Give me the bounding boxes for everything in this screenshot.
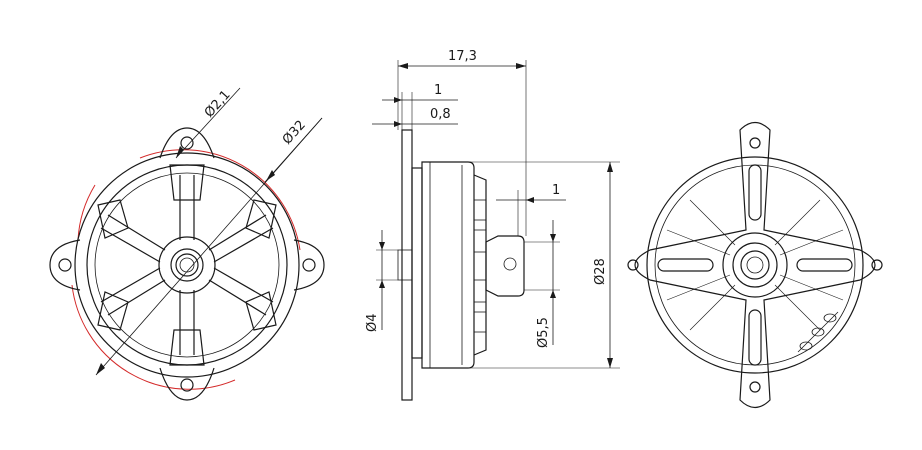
bell-slot-1 bbox=[473, 199, 487, 221]
dim-leader-mount-diameter bbox=[264, 117, 323, 183]
rear-hole-right bbox=[871, 259, 883, 271]
rear-inner-rim bbox=[654, 164, 856, 366]
mount-ear-bottom bbox=[159, 367, 215, 401]
hub-inner bbox=[175, 253, 199, 277]
arrow-mount-diameter-end bbox=[266, 170, 275, 181]
mount-hole-bottom bbox=[180, 378, 194, 392]
bell-housing bbox=[473, 174, 487, 356]
rear-spokes bbox=[666, 199, 844, 331]
label-flange-thickness: 1 bbox=[434, 83, 442, 98]
rear-slot-right bbox=[796, 258, 853, 272]
mount-ear-right bbox=[293, 239, 325, 291]
arrow-shaft-top bbox=[379, 242, 385, 250]
rear-hub-outer bbox=[722, 232, 788, 298]
mount-ear-top bbox=[159, 127, 215, 159]
label-boss-diameter: Ø5,5 bbox=[536, 317, 551, 348]
arrow-flange bbox=[394, 97, 402, 103]
arrow-hole-diameter bbox=[176, 146, 184, 158]
outer-rim bbox=[74, 152, 300, 378]
label-total-length: 17,3 bbox=[448, 49, 477, 64]
mount-plate bbox=[401, 129, 413, 401]
label-hole-diameter: Ø2,1 bbox=[202, 88, 234, 121]
hub-shaft bbox=[179, 257, 195, 273]
rear-hole-top bbox=[749, 137, 761, 149]
set-screw bbox=[503, 257, 517, 271]
mount-hole-left bbox=[58, 258, 72, 272]
bell-slot-3 bbox=[473, 279, 487, 303]
inner-rim bbox=[86, 164, 288, 366]
rear-hub-ring bbox=[732, 242, 778, 288]
flange bbox=[411, 167, 423, 359]
hub-outer bbox=[158, 236, 216, 294]
front-view: Ø32 Ø2,1 bbox=[49, 87, 325, 401]
arrow-plate bbox=[394, 121, 402, 127]
label-shaft-diameter: Ø4 bbox=[365, 313, 380, 332]
rear-view bbox=[627, 121, 883, 409]
hub-ring bbox=[170, 248, 204, 282]
front-spokes bbox=[97, 164, 277, 366]
inner-rim-2 bbox=[94, 172, 280, 358]
rear-hole-bottom bbox=[749, 381, 761, 393]
rear-hub-bore bbox=[746, 256, 764, 274]
mount-hole-top bbox=[180, 136, 194, 150]
arrow-mount-diameter-start bbox=[96, 363, 105, 375]
side-view: 17,3 1 0,8 1 Ø4 Ø5,5 bbox=[365, 49, 620, 401]
mount-circle-arc-top bbox=[139, 149, 301, 251]
rear-hole-left bbox=[627, 259, 639, 271]
mount-ear-left bbox=[49, 239, 81, 291]
bell-slot-2 bbox=[473, 229, 487, 253]
dim-leader-hole-diameter bbox=[175, 87, 241, 159]
arrow-boss-top bbox=[550, 234, 556, 242]
rear-outer-rim bbox=[646, 156, 864, 374]
arrow-shaft-step bbox=[526, 197, 534, 203]
mount-circle-arc-bottom bbox=[71, 284, 236, 390]
rear-slot-top bbox=[748, 164, 762, 221]
arrow-body-bot bbox=[607, 358, 613, 368]
rear-slot-bottom bbox=[748, 309, 762, 366]
arrow-body-top bbox=[607, 162, 613, 172]
label-plate-thickness: 0,8 bbox=[430, 107, 451, 122]
label-shaft-step: 1 bbox=[552, 183, 560, 198]
label-mount-diameter: Ø32 bbox=[280, 118, 309, 148]
rear-hub-inner bbox=[740, 250, 770, 280]
shaft-stub bbox=[397, 249, 413, 281]
arrow-total-left bbox=[398, 63, 408, 69]
label-body-diameter: Ø28 bbox=[593, 258, 608, 285]
rear-slot-left bbox=[657, 258, 714, 272]
shaft-adapter bbox=[485, 235, 525, 297]
arrow-shaft-bot bbox=[379, 280, 385, 288]
bell-slot-4 bbox=[473, 311, 487, 333]
arrow-total-right bbox=[516, 63, 526, 69]
wire-exit bbox=[797, 311, 839, 353]
mount-hole-right bbox=[302, 258, 316, 272]
arrow-boss-bot bbox=[550, 290, 556, 298]
